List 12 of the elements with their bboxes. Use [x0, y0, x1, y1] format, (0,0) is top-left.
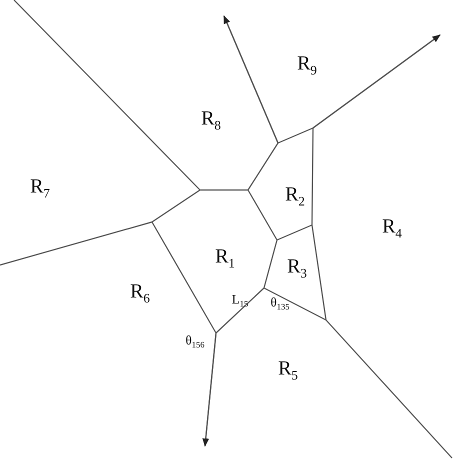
- region-label: R$_{9}$: [297, 54, 317, 76]
- region-label: R$_{2}$: [285, 184, 305, 208]
- region-label: R$_{6}$: [130, 282, 150, 304]
- region-label: R$_{1}$: [215, 246, 235, 270]
- region-label: R$_{5}$: [278, 358, 298, 382]
- angle-label: θ$_{156}$: [186, 333, 204, 349]
- angle-label: θ$_{135}$: [270, 295, 290, 311]
- region-label: R$_{3}$: [287, 256, 307, 280]
- region-label: R$_{7}$: [30, 176, 50, 200]
- angle-label: L$_{15}$: [232, 292, 248, 308]
- region-label: R$_{4}$: [382, 216, 402, 240]
- region-label: R$_{8}$: [201, 108, 221, 132]
